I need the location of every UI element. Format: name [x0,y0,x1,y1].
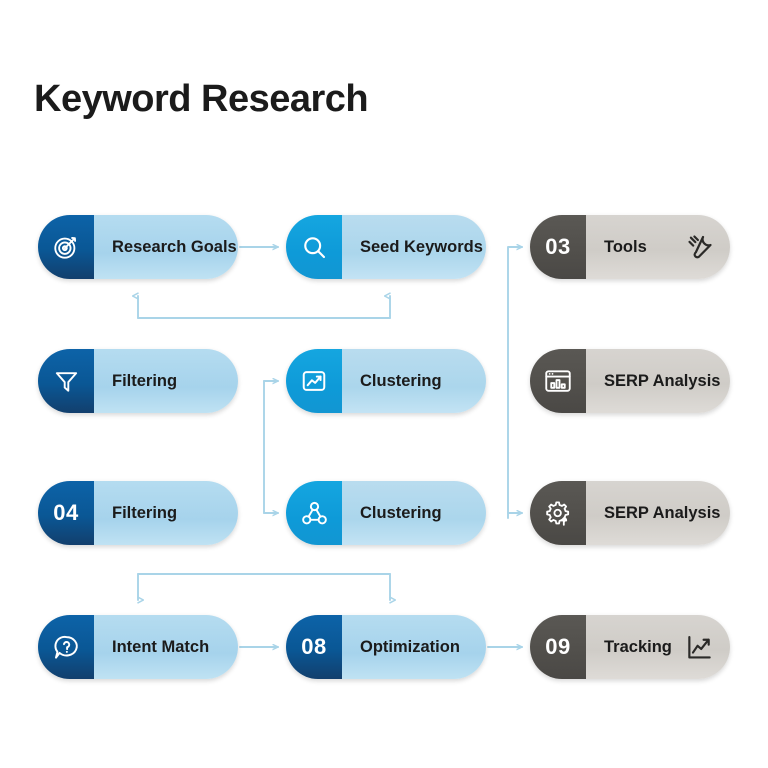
node-intent-match-body: Intent Match [94,615,238,679]
question-bubble-icon [52,633,81,662]
node-optimization-body: Optimization [342,615,486,679]
node-clustering-1-label: Clustering [360,371,442,390]
node-optimization-label: Optimization [360,637,460,656]
node-filtering-1-badge [38,349,94,413]
node-seed-keywords-badge [286,215,342,279]
node-optimization-number: 08 [301,634,327,659]
network-icon [300,499,329,528]
node-tools-badge: 03 [530,215,586,279]
node-research-goals-badge [38,215,94,279]
node-research-goals-body: Research Goals [94,215,238,279]
node-tracking[interactable]: 09 Tracking [530,615,730,679]
node-tools-body: Tools [586,215,730,279]
node-serp-analysis-1[interactable]: SERP Analysis [530,349,730,413]
node-filtering-2-badge: 04 [38,481,94,545]
connector-riser-to-tools [507,247,523,519]
node-tracking-number: 09 [545,634,571,659]
node-filtering-1-body: Filtering [94,349,238,413]
node-seed-keywords-label: Seed Keywords [360,237,483,256]
node-clustering-2-body: Clustering [342,481,486,545]
node-clustering-2-badge [286,481,342,545]
node-tracking-body: Tracking [586,615,730,679]
node-serp-analysis-2[interactable]: SERP Analysis [530,481,730,545]
node-seed-keywords[interactable]: Seed Keywords [286,215,486,279]
node-research-goals[interactable]: Research Goals [38,215,238,279]
node-intent-match-label: Intent Match [112,637,210,656]
node-filtering-1[interactable]: Filtering [38,349,238,413]
node-serp-analysis-1-badge [530,349,586,413]
target-icon [52,233,80,261]
node-clustering-1-badge [286,349,342,413]
node-clustering-1[interactable]: Clustering [286,349,486,413]
node-tracking-label: Tracking [604,637,672,656]
node-intent-match[interactable]: Intent Match [38,615,238,679]
node-tracking-badge: 09 [530,615,586,679]
node-serp-analysis-2-body: SERP Analysis [586,481,730,545]
node-filtering-2-body: Filtering [94,481,238,545]
node-optimization[interactable]: 08 Optimization [286,615,486,679]
page-title: Keyword Research [34,78,369,120]
node-tools-number: 03 [545,234,571,259]
funnel-icon [53,368,80,395]
chart-box-icon [300,367,328,395]
node-serp-analysis-2-badge [530,481,586,545]
node-serp-analysis-2-label: SERP Analysis [604,503,721,522]
node-tools[interactable]: 03 Tools [530,215,730,279]
node-intent-match-badge [38,615,94,679]
node-filtering-2-number: 04 [53,500,79,525]
node-research-goals-label: Research Goals [112,237,237,256]
node-filtering-2[interactable]: 04 Filtering [38,481,238,545]
wrench-icon [686,233,714,261]
trend-up-icon [685,633,714,662]
node-clustering-2-label: Clustering [360,503,442,522]
node-filtering-2-label: Filtering [112,503,178,522]
node-optimization-badge: 08 [286,615,342,679]
node-filtering-1-label: Filtering [112,371,178,390]
node-serp-analysis-1-body: SERP Analysis [586,349,730,413]
node-clustering-2[interactable]: Clustering [286,481,486,545]
node-tools-label: Tools [604,237,647,256]
gear-arrow-icon [544,499,573,528]
browser-chart-icon [543,366,573,396]
search-icon [301,234,328,261]
node-seed-keywords-body: Seed Keywords [342,215,486,279]
node-serp-analysis-1-label: SERP Analysis [604,371,721,390]
node-clustering-1-body: Clustering [342,349,486,413]
